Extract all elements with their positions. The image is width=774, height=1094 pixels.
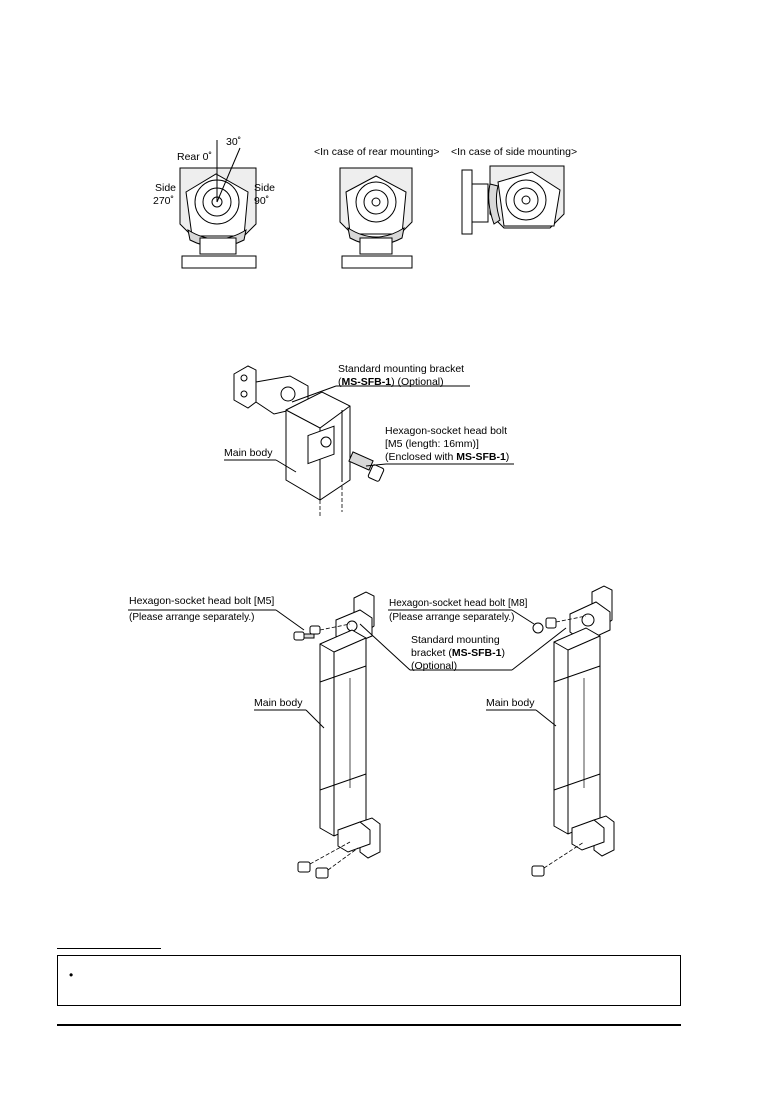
sensor-head-diagram-angles [179, 140, 257, 269]
sensor-head-diagram-side [461, 165, 565, 235]
bolt-enclosed-label: (Enclosed with MS-SFB-1) [385, 451, 509, 463]
note-tab [57, 948, 161, 957]
left-main-body-leader [254, 709, 325, 729]
bolt-enclosed-post: ) [505, 451, 510, 463]
note-bullet: • [69, 968, 74, 982]
column-left-diagram [293, 591, 381, 879]
bracket-shared-label: Standard mounting [411, 634, 500, 646]
bracket-optional: ) (Optional) [391, 376, 444, 388]
right-bolt-label: Hexagon-socket head bolt [M8] [389, 598, 528, 609]
main-body-label: Main body [224, 447, 273, 459]
right-main-body-leader [486, 709, 557, 727]
right-arrange-label: (Please arrange separately.) [389, 612, 515, 623]
bracket-model: MS-SFB-1 [341, 376, 392, 388]
bracket-label: Standard mounting bracket [338, 363, 465, 375]
bracket-shared-pre: bracket ( [411, 647, 452, 659]
main-body-leader [224, 459, 297, 473]
note-box [57, 955, 681, 1006]
rear-angle-label: Rear 0˚ [177, 151, 213, 163]
left-main-body-label: Main body [254, 697, 303, 709]
side-left-angle: 270˚ [153, 195, 175, 207]
bolt-label: Hexagon-socket head bolt [385, 425, 507, 437]
sensor-head-diagram-rear [339, 167, 413, 269]
bolt-size-label: [M5 (length: 16mm)] [385, 438, 479, 450]
bracket-leader [291, 385, 470, 403]
bracket-shared-post: ) [501, 647, 505, 659]
side-left-label: Side [155, 182, 177, 194]
bracket-mount-diagram [233, 365, 385, 518]
side-mount-caption: <In case of side mounting> [451, 146, 578, 158]
bolt-enclosed-pre: (Enclosed with [385, 451, 457, 463]
left-arrange-label: (Please arrange separately.) [129, 612, 255, 623]
bracket-shared-optional: (Optional) [411, 660, 458, 672]
bracket-model-label: (MS-SFB-1) (Optional) [338, 376, 444, 388]
right-bolt-leader [388, 609, 535, 625]
angle-30-label: 30˚ [226, 136, 242, 148]
bolt-leader [365, 463, 514, 467]
side-right-label: Side [254, 182, 276, 194]
bracket-shared-model: bracket (MS-SFB-1) [411, 647, 505, 659]
side-right-angle: 90˚ [254, 195, 270, 207]
left-bolt-leader [128, 609, 305, 631]
footer-rule [57, 1024, 681, 1026]
rear-mount-caption: <In case of rear mounting> [314, 146, 440, 158]
column-right-diagram [531, 585, 615, 877]
bracket-shared-leaders [359, 623, 567, 671]
bolt-enclosed-model: MS-SFB-1 [456, 451, 506, 463]
left-bolt-label: Hexagon-socket head bolt [M5] [129, 595, 275, 607]
bracket-shared-bold: MS-SFB-1 [451, 647, 502, 659]
right-main-body-label: Main body [486, 697, 535, 709]
